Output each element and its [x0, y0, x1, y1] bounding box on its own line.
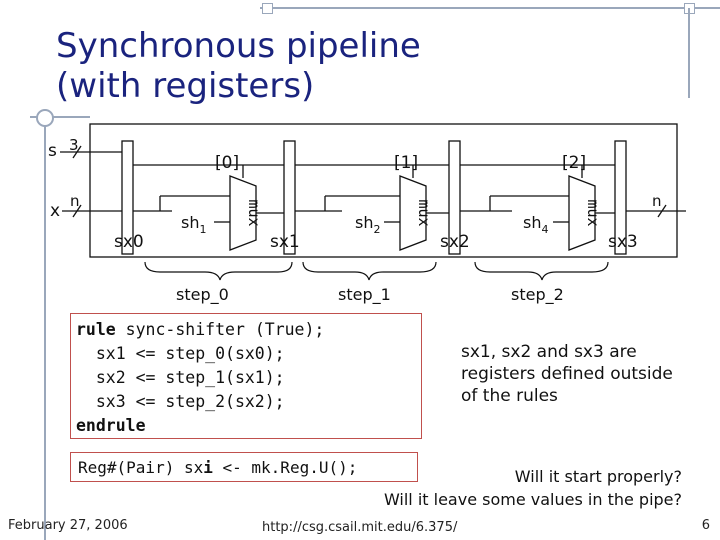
title-line-2: (with registers)	[56, 66, 315, 106]
question-start: Will it start properly?	[514, 467, 682, 486]
output-bus-mark	[657, 204, 667, 218]
mux-0	[229, 175, 257, 251]
rule-code-box	[70, 313, 422, 439]
mux-1	[399, 175, 427, 251]
shifter-0-label: sh1	[181, 213, 206, 236]
index-label-2: [2]	[562, 153, 586, 173]
title-underline	[30, 116, 90, 118]
input-x-bus-mark	[72, 204, 82, 218]
reg-decl-suffix: <- mk.Reg.U();	[212, 458, 358, 477]
reg-decl-index: i	[203, 458, 213, 477]
code-line-1: sync-shifter (True);	[115, 320, 325, 339]
register-1	[283, 140, 296, 255]
pipeline-diagram: s 3 x n sx0 sx1 sx2 sx3 [0] [1] [2] sh1 …	[48, 123, 686, 305]
pipeline-frame	[89, 123, 678, 258]
page-number: 6	[701, 518, 710, 533]
reg-declaration-box	[70, 452, 418, 482]
shifter-2-label: sh4	[523, 213, 548, 236]
rule-code: rule sync-shifter (True); sx1 <= step_0(…	[76, 318, 324, 438]
reg-decl-prefix: Reg#(Pair) sx	[78, 458, 204, 477]
registers-note: sx1, sx2 and sx3 are registers defined o…	[461, 342, 673, 406]
code-line-3: sx2 <= step_1(sx1);	[76, 368, 285, 387]
brace-step-1	[302, 261, 437, 281]
index-label-1: [1]	[394, 153, 418, 173]
index-label-0: [0]	[215, 153, 239, 173]
reg-label-sx0: sx0	[114, 232, 144, 252]
code-keyword-rule: rule	[76, 320, 116, 339]
code-keyword-endrule: endrule	[76, 416, 146, 435]
brace-step-2	[474, 261, 609, 281]
input-s-width: 3	[69, 136, 79, 154]
shifter-1-label: sh2	[355, 213, 380, 236]
register-2	[448, 140, 461, 255]
question-pipe: Will it leave some values in the pipe?	[383, 490, 682, 509]
step-label-1: step_1	[338, 285, 391, 305]
mux-2-label: mux	[584, 199, 602, 226]
reg-label-sx3: sx3	[608, 232, 638, 252]
input-s-bus-mark	[72, 145, 82, 159]
output-width: n	[652, 192, 662, 210]
reg-label-sx1: sx1	[270, 232, 300, 252]
register-3	[614, 140, 627, 255]
slide-title: Synchronous pipeline (with registers)	[56, 26, 421, 106]
code-line-2: sx1 <= step_0(sx0);	[76, 344, 285, 363]
register-0	[121, 140, 134, 255]
deco-square	[262, 3, 273, 14]
input-x-label: x	[50, 201, 60, 221]
input-s-label: s	[48, 141, 57, 161]
brace-step-0	[144, 261, 293, 281]
step-label-2: step_2	[511, 285, 564, 305]
title-line-1: Synchronous pipeline	[56, 26, 421, 66]
left-rule-line	[44, 112, 46, 540]
deco-circle	[36, 109, 54, 127]
reg-label-sx2: sx2	[440, 232, 470, 252]
footer-url: http://csg.csail.mit.edu/6.375/	[262, 520, 458, 535]
top-rule-line	[260, 7, 720, 9]
code-line-4: sx3 <= step_2(sx2);	[76, 392, 285, 411]
mux-2	[568, 175, 596, 251]
mux-1-label: mux	[415, 199, 433, 226]
input-x-width: n	[70, 192, 80, 210]
reg-declaration: Reg#(Pair) sxi <- mk.Reg.U();	[78, 458, 357, 478]
right-rule-line	[688, 8, 690, 98]
mux-0-label: mux	[245, 199, 263, 226]
step-label-0: step_0	[176, 285, 229, 305]
footer-date: February 27, 2006	[8, 518, 128, 533]
